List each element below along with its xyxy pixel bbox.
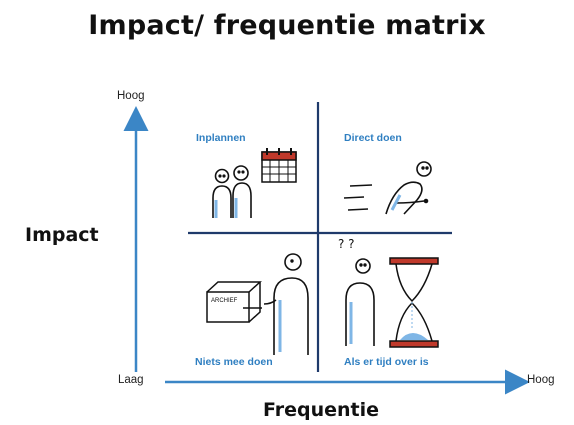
x-axis-title: Frequentie (263, 399, 380, 421)
quadrant-label-top-left: Inplannen (196, 132, 246, 144)
y-axis-low-label: Laag (118, 374, 144, 386)
quadrant-label-top-right: Direct doen (344, 132, 402, 144)
hourglass-icon (389, 257, 439, 348)
quadrant-label-bottom-left: Niets mee doen (195, 356, 273, 368)
x-axis-high-label: Hoog (527, 374, 555, 386)
calendar-icon (261, 148, 297, 183)
archive-box-label: ARCHIEF (211, 298, 238, 304)
quadrant-label-bottom-right: Als er tijd over is (344, 356, 429, 368)
running-person-icon (343, 161, 432, 215)
archive-box-icon (206, 281, 262, 323)
y-axis-high-label: Hoog (117, 90, 145, 102)
page-title: Impact/ frequentie matrix (88, 10, 486, 41)
person-icon (263, 253, 309, 355)
thinking-person-icon (345, 258, 375, 346)
people-icon (212, 165, 252, 218)
y-axis-title: Impact (25, 224, 99, 246)
question-marks: ? ? (338, 237, 355, 251)
